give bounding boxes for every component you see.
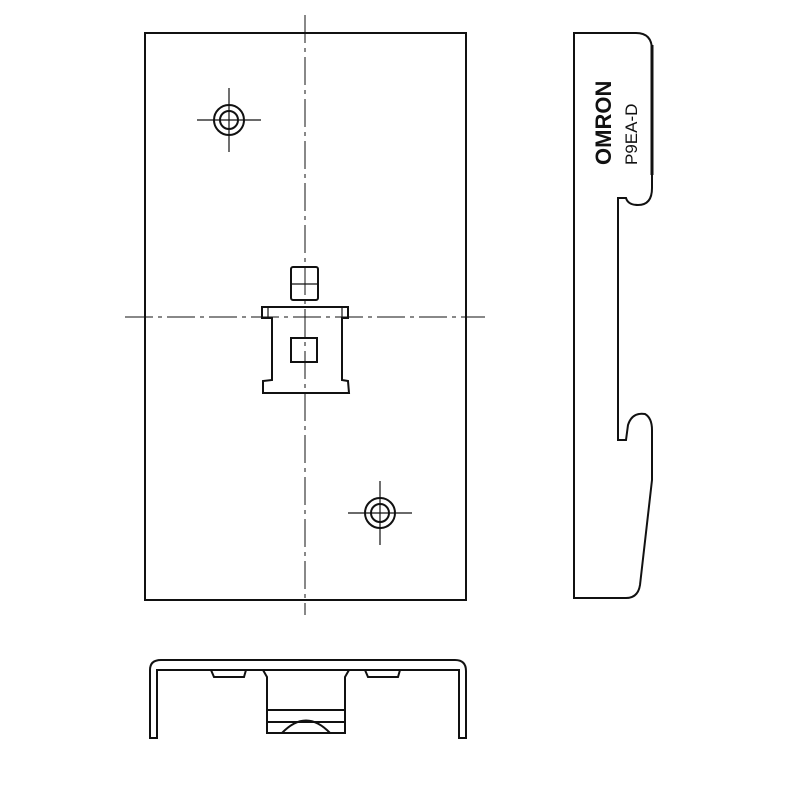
screw-hole-top <box>197 88 261 152</box>
tab-left <box>210 669 247 678</box>
brand-logo: OMRON <box>591 81 616 165</box>
side-view: OMRON P9EA-D <box>573 32 654 599</box>
cover-outline <box>149 659 467 739</box>
tab-right <box>364 669 401 678</box>
bottom-view <box>149 659 467 739</box>
front-view <box>125 15 485 615</box>
screw-hole-bottom <box>348 481 412 545</box>
center-bracket-bottom <box>262 669 350 734</box>
model-label: P9EA-D <box>622 104 641 165</box>
center-mount-bracket <box>261 266 351 394</box>
